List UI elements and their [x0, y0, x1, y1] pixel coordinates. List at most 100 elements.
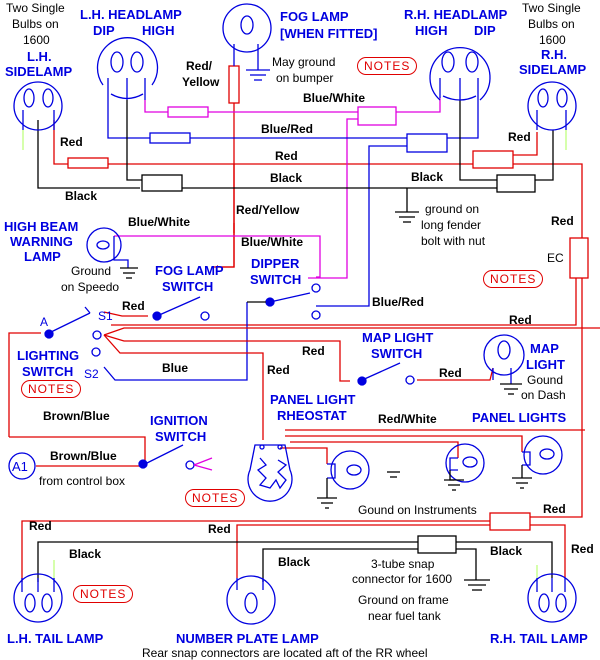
a1-label: A1 — [12, 459, 28, 474]
rh-headlamp-dip-label: DIP — [474, 23, 496, 38]
rh-sidelamp-note-2: Bulbs on — [528, 17, 575, 31]
notes-button-tail[interactable]: NOTES — [73, 585, 134, 603]
notes-button-fog[interactable]: NOTES — [357, 57, 418, 75]
map-light-bulb — [483, 334, 525, 395]
dipper-switch-label-1: DIPPER — [251, 256, 300, 271]
wire-label-red-rh-side: Red — [508, 130, 531, 144]
wire-label-red-yellow-1: Red/ — [186, 59, 213, 73]
high-beam-label-3: LAMP — [24, 249, 61, 264]
wire-red-main — [21, 120, 589, 582]
wire-label-red-white: Red/White — [378, 412, 437, 426]
wire-label-black-top: Black — [270, 171, 303, 185]
wire-label-red-lh-tail: Red — [29, 519, 52, 533]
lh-sidelamp-note-2: Bulbs on — [12, 17, 59, 31]
fender-ground-note-3: bolt with nut — [421, 234, 486, 248]
wire-label-red-yellow-mid: Red/Yellow — [236, 203, 300, 217]
rh-tail-lamp-bulb — [527, 573, 577, 623]
instruments-ground-note: Gound on Instruments — [358, 503, 477, 517]
wire-label-red-rh-tail: Red — [571, 542, 594, 556]
wire-lighting-switch-fan — [8, 265, 600, 467]
map-light-label-2: LIGHT — [526, 357, 565, 372]
wire-label-red-map: Red — [302, 344, 325, 358]
lighting-switch-label-1: LIGHTING — [17, 348, 80, 363]
wire-label-black-rh-tail: Black — [490, 544, 523, 558]
rheostat-label-1: PANEL LIGHT — [270, 392, 356, 407]
dipper-switch-label-2: SWITCH — [250, 272, 302, 287]
wire-label-blue-red-mid: Blue/Red — [372, 295, 425, 309]
wire-label-black-right: Black — [411, 170, 444, 184]
map-ground-note-1: Gound — [527, 373, 564, 387]
wire-label-red-ec: Red — [551, 214, 574, 228]
fog-ground-note-2: on bumper — [276, 71, 334, 85]
rheostat-label-2: RHEOSTAT — [277, 408, 347, 423]
ec-note: EC — [547, 251, 564, 265]
ignition-switch-label-2: SWITCH — [155, 429, 207, 444]
wire-label-red-top: Red — [275, 149, 298, 163]
rh-sidelamp-note-1: Two Single — [522, 1, 581, 15]
fog-lamp-bulb — [222, 3, 272, 81]
lh-tail-lamp-label: L.H. TAIL LAMP — [7, 631, 104, 646]
lh-headlamp-title: L.H. HEADLAMP — [80, 7, 182, 22]
lh-tail-lamp-bulb — [13, 573, 63, 623]
frame-ground-note-2: near fuel tank — [368, 609, 441, 623]
high-beam-label-2: WARNING — [10, 234, 73, 249]
wire-label-black-left: Black — [65, 189, 98, 203]
snap-connector-note-1: 3-tube snap — [371, 557, 435, 571]
rh-sidelamp-note-3: 1600 — [539, 33, 566, 47]
lh-sidelamp-title-1: L.H. — [27, 49, 52, 64]
wire-label-blue-white-warning: Blue/White — [128, 215, 190, 229]
wire-label-red-yellow-2: Yellow — [182, 75, 220, 89]
panel-light-bulbs — [327, 435, 563, 490]
rh-sidelamp-bulb — [527, 81, 577, 131]
wire-label-blue-s2: Blue — [162, 361, 189, 375]
wire-label-red-rheostat: Red — [267, 363, 290, 377]
map-light-label-1: MAP — [530, 341, 559, 356]
wire-label-brown-blue-1: Brown/Blue — [43, 409, 110, 423]
wire-red-yellow — [212, 65, 240, 268]
number-plate-lamp-bulb — [226, 575, 276, 625]
high-beam-warning-bulb — [86, 227, 138, 279]
wire-label-brown-blue-2: Brown/Blue — [50, 449, 117, 463]
rh-headlamp-high-label: HIGH — [415, 23, 448, 38]
control-box-note: from control box — [39, 474, 126, 488]
panel-grounds — [317, 465, 532, 509]
rh-tail-lamp-label: R.H. TAIL LAMP — [490, 631, 588, 646]
number-plate-lamp-label: NUMBER PLATE LAMP — [176, 631, 319, 646]
wire-label-blue-white-dipper: Blue/White — [241, 235, 303, 249]
wire-label-red-s1: Red — [122, 299, 145, 313]
lh-sidelamp-title-2: SIDELAMP — [5, 64, 73, 79]
lh-headlamp-high-label: HIGH — [142, 23, 175, 38]
rh-sidelamp-title-2: SIDELAMP — [519, 62, 587, 77]
lh-sidelamp-bulb — [13, 81, 63, 131]
wire-label-blue-white-top: Blue/White — [303, 91, 365, 105]
fog-ground-note-1: May ground — [272, 55, 336, 69]
lh-sidelamp-note-1: Two Single — [6, 1, 65, 15]
map-switch-label-1: MAP LIGHT — [362, 330, 434, 345]
notes-button-lighting-switch[interactable]: NOTES — [21, 380, 82, 398]
map-switch-label-2: SWITCH — [371, 346, 423, 361]
wire-blue-red — [103, 110, 479, 381]
fog-lamp-title: FOG LAMP — [280, 9, 349, 24]
wire-label-red-panel: Red — [543, 502, 566, 516]
notes-button-ignition[interactable]: NOTES — [185, 489, 246, 507]
wire-label-black-lh-tail: Black — [69, 547, 102, 561]
frame-ground-note-1: Ground on frame — [358, 593, 449, 607]
switch-contacts — [48, 283, 415, 471]
lighting-switch-terminal-s2: S2 — [84, 367, 99, 381]
snap-connector-note-2: connector for 1600 — [352, 572, 453, 586]
notes-button-ec[interactable]: NOTES — [483, 270, 544, 288]
high-beam-label-1: HIGH BEAM — [4, 219, 79, 234]
rh-sidelamp-title-1: R.H. — [541, 47, 567, 62]
map-ground-note-2: on Dash — [521, 388, 566, 402]
wire-label-red-right: Red — [509, 313, 532, 327]
rheostat — [247, 444, 293, 502]
ignition-switch-label-1: IGNITION — [150, 413, 208, 428]
speedo-ground-note-2: on Speedo — [61, 280, 120, 294]
wire-label-red-map-light: Red — [439, 366, 462, 380]
panel-lights-label: PANEL LIGHTS — [472, 410, 567, 425]
fog-lamp-subtitle: [WHEN FITTED] — [280, 26, 378, 41]
lighting-switch-terminal-s1: S1 — [98, 309, 113, 323]
rh-headlamp-title: R.H. HEADLAMP — [404, 7, 508, 22]
wire-label-black-plate: Black — [278, 555, 311, 569]
